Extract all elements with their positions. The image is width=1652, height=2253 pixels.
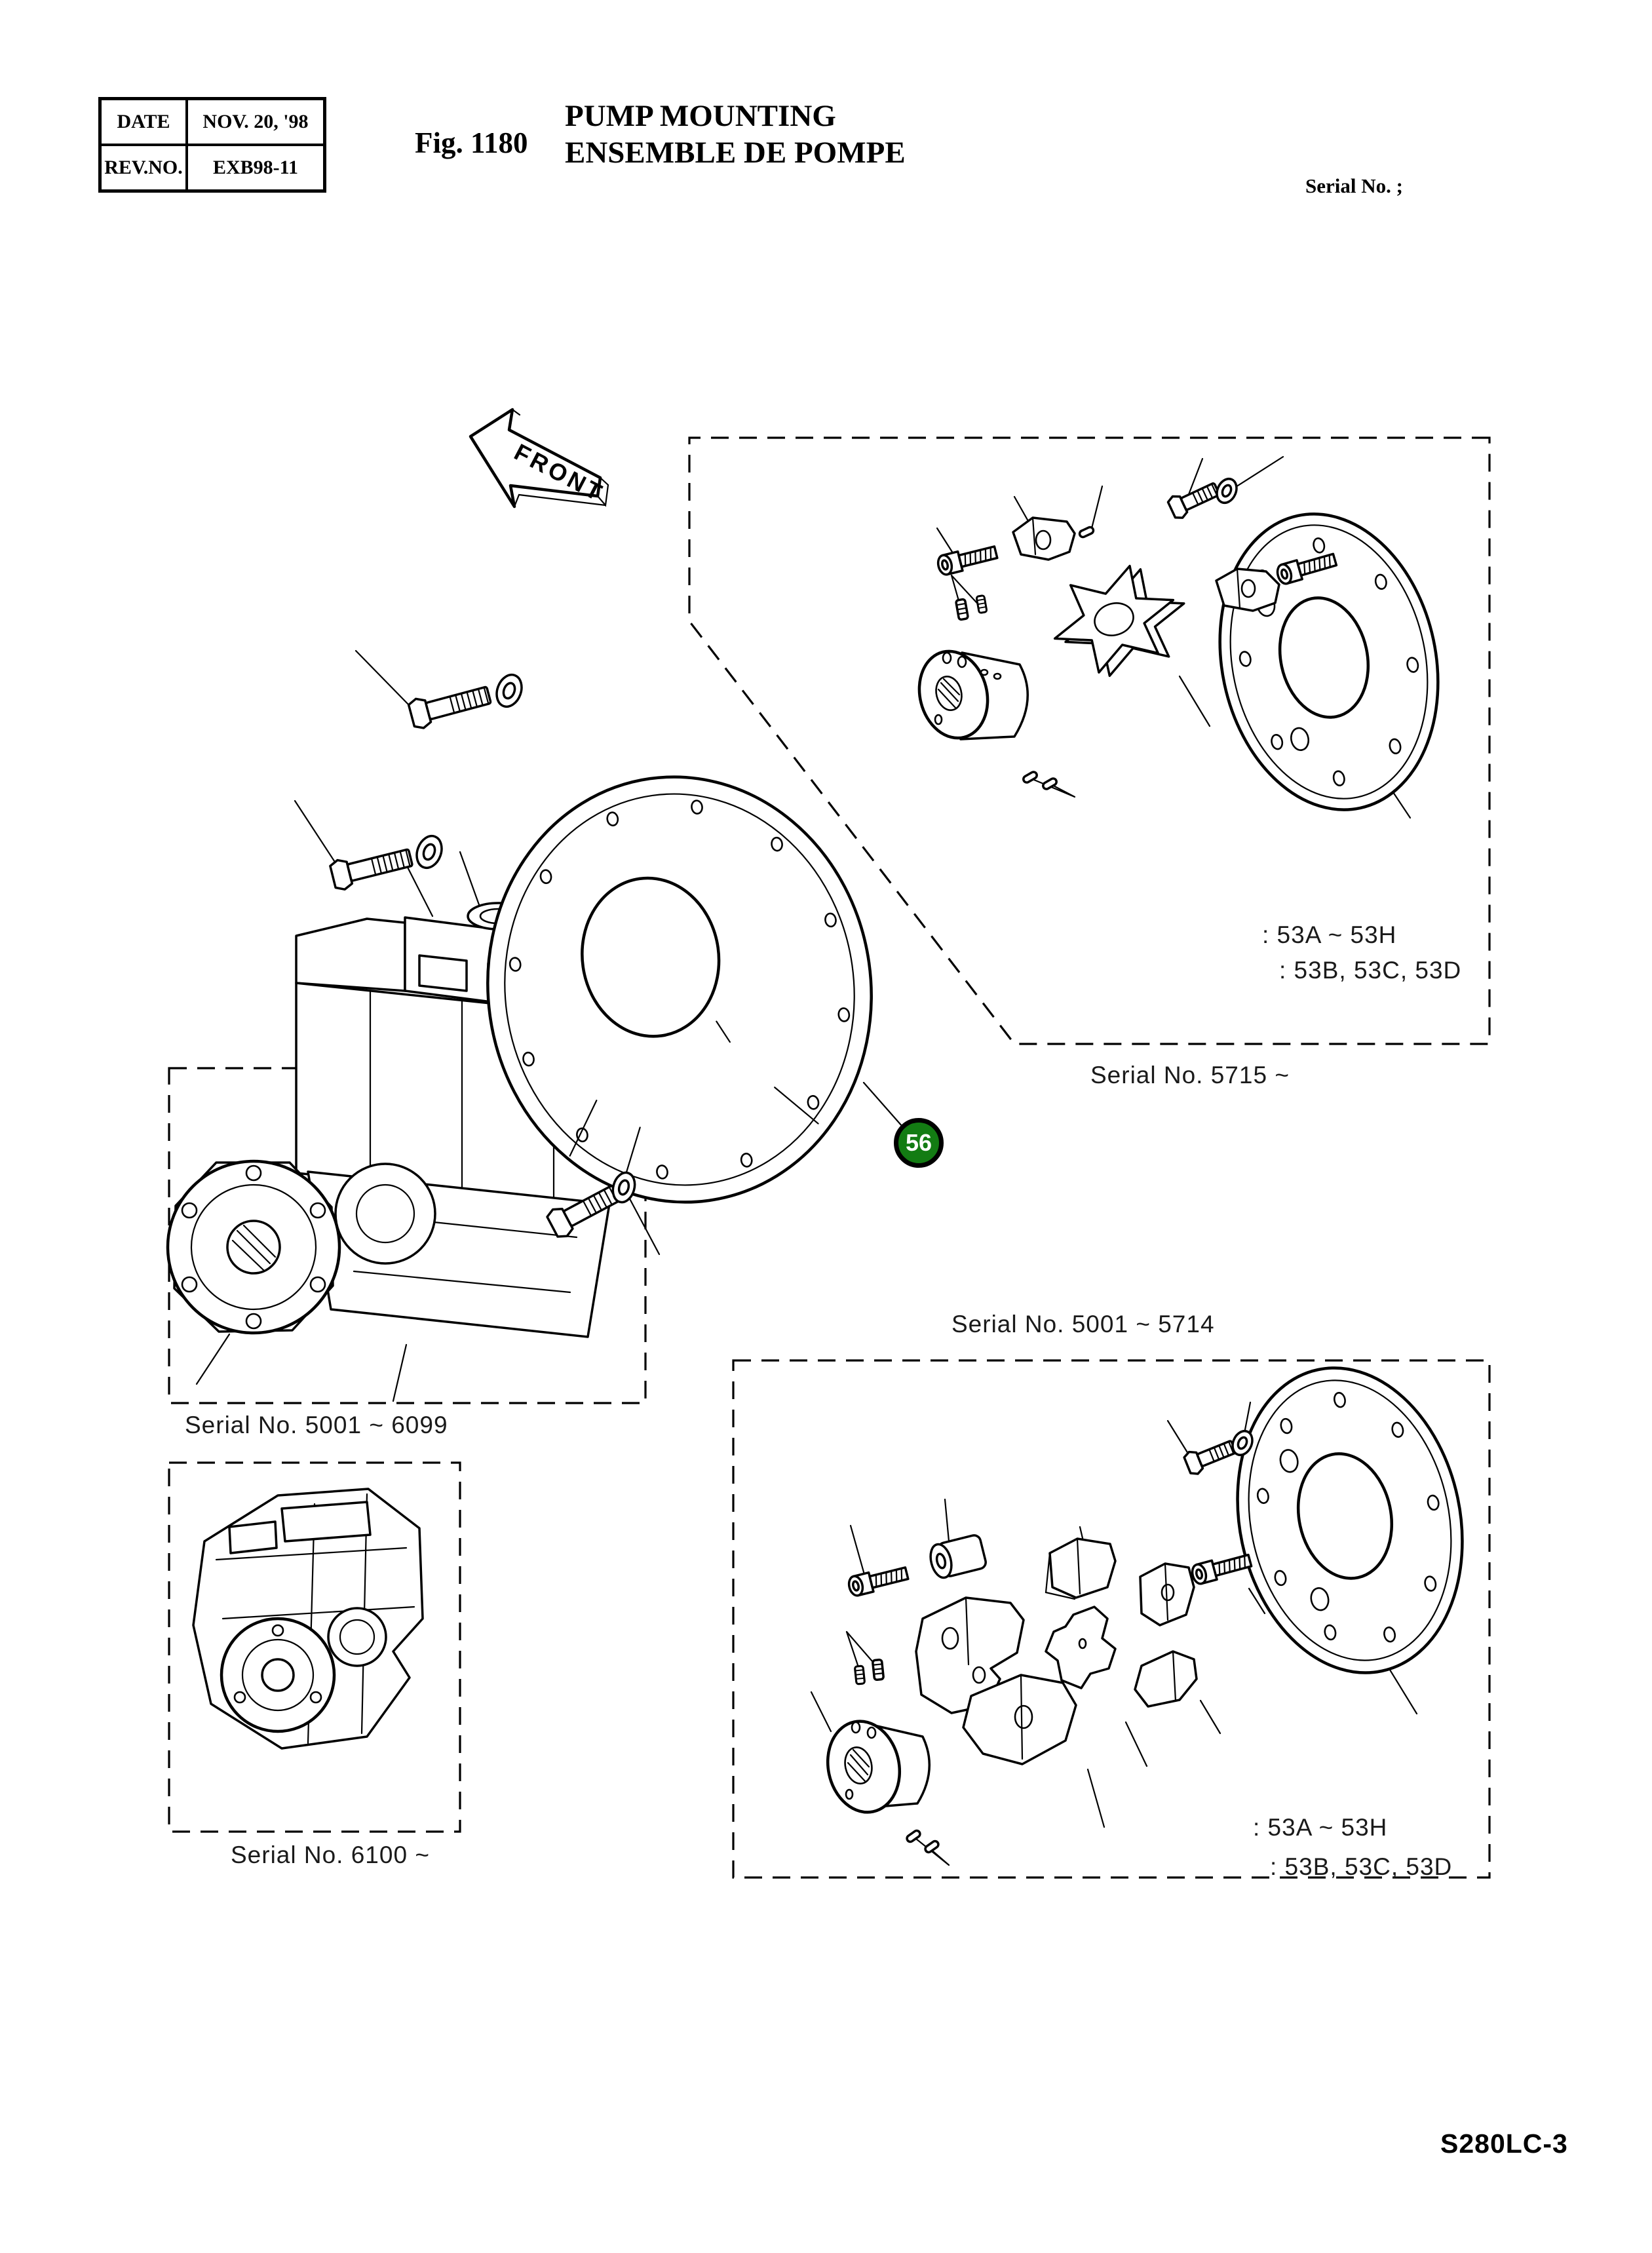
set-screw xyxy=(854,1665,866,1685)
top-box-range-53a: : 53A ~ 53H xyxy=(1262,921,1397,948)
part-callout-56-number: 56 xyxy=(905,1129,932,1156)
washer xyxy=(1231,1429,1254,1457)
coupling-segment xyxy=(1139,1562,1195,1627)
bottom-exploded-coupling xyxy=(810,1366,1464,1866)
revno-label: REV.NO. xyxy=(102,146,188,189)
coupling-spider xyxy=(1053,564,1185,678)
coupling-hub xyxy=(826,1720,931,1814)
coupling-segment xyxy=(1045,1537,1117,1600)
washer xyxy=(495,673,523,708)
coupling-segment xyxy=(1134,1650,1198,1708)
socket-bolt xyxy=(1191,1553,1253,1585)
pin xyxy=(924,1839,940,1854)
spacer-sleeve xyxy=(929,1534,987,1579)
coupling-segment xyxy=(962,1674,1077,1765)
socket-bolt xyxy=(936,545,999,576)
set-screw xyxy=(955,598,969,621)
hex-bolt xyxy=(546,1185,621,1238)
clamp-half xyxy=(1215,568,1280,612)
socket-bolt xyxy=(847,1566,910,1597)
coupling-flange-disc xyxy=(1218,512,1440,811)
washer xyxy=(611,1171,636,1204)
top-box-range-53bcd: : 53B, 53C, 53D xyxy=(1279,957,1462,984)
hex-bolt xyxy=(1166,482,1220,519)
top-serial-box xyxy=(688,436,1491,1045)
table-row: REV.NO. EXB98-11 xyxy=(102,144,323,189)
serial-number-note: Serial No. ; xyxy=(1305,174,1403,197)
bottom-right-serial-box xyxy=(732,1359,1491,1879)
bottom-box-range-53bcd: : 53B, 53C, 53D xyxy=(1270,1853,1453,1880)
pin xyxy=(906,1829,921,1843)
hex-bolt xyxy=(407,685,492,729)
revno-value: EXB98-11 xyxy=(212,157,299,178)
clamp-half xyxy=(1012,516,1076,561)
coupling-center-cross xyxy=(1045,1606,1117,1689)
set-screw xyxy=(872,1658,885,1682)
top-exploded-coupling xyxy=(917,455,1440,819)
bottom-left-box-caption: Serial No. 6100 ~ xyxy=(231,1841,430,1868)
pin xyxy=(1078,526,1095,539)
coupling-hub xyxy=(917,649,1029,741)
washer xyxy=(1216,477,1238,505)
mounting-flange-56 xyxy=(486,775,873,1204)
leader-lines xyxy=(810,1401,1418,1866)
coupling-flange-disc xyxy=(1236,1366,1464,1674)
hex-bolt xyxy=(329,848,413,891)
title-french: ENSEMBLE DE POMPE xyxy=(565,136,906,170)
title-english: PUMP MOUNTING xyxy=(565,99,836,133)
front-arrow: FRONT xyxy=(469,408,609,509)
washer xyxy=(415,834,443,870)
date-label: DATE xyxy=(102,100,188,144)
table-row: DATE NOV. 20, '98 xyxy=(102,100,323,144)
pump-rear-view xyxy=(192,1488,424,1750)
model-code: S280LC-3 xyxy=(1440,2128,1568,2159)
bottom-right-box-caption: Serial No. 5001 ~ 5714 xyxy=(951,1311,1215,1338)
socket-bolt xyxy=(1276,552,1338,585)
date-value: NOV. 20, '98 xyxy=(202,111,309,132)
left-box-caption: Serial No. 5001 ~ 6099 xyxy=(185,1412,448,1438)
bottom-left-serial-box xyxy=(168,1461,461,1833)
pin xyxy=(1022,771,1038,784)
main-bolts xyxy=(329,673,636,1238)
revision-table: DATE NOV. 20, '98 REV.NO. EXB98-11 xyxy=(98,97,326,193)
set-screw xyxy=(975,594,988,614)
part-callout-56: 56 xyxy=(894,1118,944,1168)
figure-number: Fig. 1180 xyxy=(415,126,528,159)
hex-bolt xyxy=(1183,1440,1237,1475)
top-box-caption: Serial No. 5715 ~ xyxy=(1090,1062,1290,1088)
pin xyxy=(1042,777,1058,790)
bottom-box-range-53a: : 53A ~ 53H xyxy=(1253,1814,1388,1841)
